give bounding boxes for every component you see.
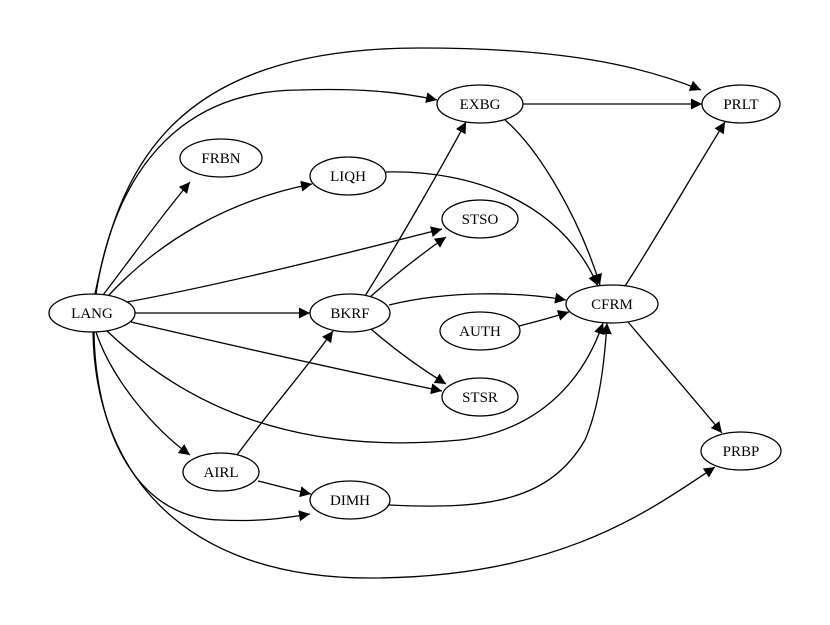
- edges-layer: [92, 47, 726, 579]
- node-stsr: STSR: [441, 377, 519, 417]
- edge-lang-to-frbn: [102, 181, 191, 296]
- node-dimh: DIMH: [309, 480, 391, 520]
- edge-bkrf-to-exbg: [364, 121, 467, 297]
- edge-airl-to-bkrf: [236, 330, 334, 456]
- node-ellipse: [700, 431, 782, 471]
- nodes-layer: LANG FRBN LIQH EXBG PRLT STSO BKRF AUTH CFRM STSR…: [48, 84, 782, 520]
- node-frbn: FRBN: [179, 138, 263, 178]
- node-cfrm: CFRM: [565, 284, 659, 324]
- node-label: STSR: [462, 390, 498, 406]
- edge-lang-to-cfrm: [106, 322, 605, 444]
- edge-dimh-to-cfrm: [388, 322, 612, 507]
- node-ellipse: [309, 480, 391, 520]
- node-label: EXBG: [460, 97, 501, 113]
- node-ellipse: [309, 293, 391, 333]
- node-label: PRBP: [723, 444, 760, 460]
- edge-lang-to-stsr: [130, 321, 443, 395]
- edge-cfrm-to-prbp: [627, 321, 723, 434]
- node-ellipse: [439, 311, 521, 351]
- node-ellipse: [436, 84, 524, 124]
- node-label: BKRF: [330, 306, 369, 322]
- node-ellipse: [48, 293, 136, 333]
- edge-airl-to-dimh: [257, 480, 312, 498]
- node-exbg: EXBG: [436, 84, 524, 124]
- node-label: PRLT: [723, 97, 758, 113]
- node-ellipse: [441, 377, 519, 417]
- edge-auth-to-cfrm: [518, 310, 570, 327]
- node-label: STSO: [462, 212, 499, 228]
- node-label: LIQH: [330, 169, 366, 185]
- node-label: AIRL: [204, 465, 239, 481]
- node-prbp: PRBP: [700, 431, 782, 471]
- node-lang: LANG: [48, 293, 136, 333]
- node-label: AUTH: [459, 324, 501, 340]
- edge-lang-to-prbp: [92, 331, 716, 579]
- node-label: DIMH: [330, 493, 370, 509]
- edge-cfrm-to-prlt: [624, 121, 726, 287]
- edge-lang-to-liqh: [107, 180, 313, 297]
- node-ellipse: [565, 284, 659, 324]
- edge-lang-to-airl: [95, 331, 191, 456]
- edge-liqh-to-cfrm: [385, 171, 599, 287]
- node-ellipse: [701, 84, 781, 124]
- node-auth: AUTH: [439, 311, 521, 351]
- node-label: CFRM: [591, 297, 633, 313]
- node-ellipse: [179, 138, 263, 178]
- node-label: LANG: [71, 306, 113, 322]
- edge-bkrf-to-stso: [369, 236, 447, 298]
- node-label: FRBN: [201, 151, 240, 167]
- node-bkrf: BKRF: [309, 293, 391, 333]
- edge-lang-to-dimh: [93, 331, 311, 522]
- edge-bkrf-to-stsr: [370, 328, 447, 385]
- node-ellipse: [309, 156, 387, 196]
- edge-bkrf-to-cfrm: [388, 292, 567, 306]
- node-ellipse: [441, 199, 519, 239]
- edge-exbg-to-cfrm: [504, 119, 603, 286]
- node-airl: AIRL: [182, 452, 260, 492]
- node-liqh: LIQH: [309, 156, 387, 196]
- edge-lang-to-stso: [126, 226, 443, 303]
- edge-lang-to-prlt: [94, 47, 702, 295]
- node-stso: STSO: [441, 199, 519, 239]
- node-prlt: PRLT: [701, 84, 781, 124]
- node-ellipse: [182, 452, 260, 492]
- edge-lang-to-exbg: [95, 88, 438, 295]
